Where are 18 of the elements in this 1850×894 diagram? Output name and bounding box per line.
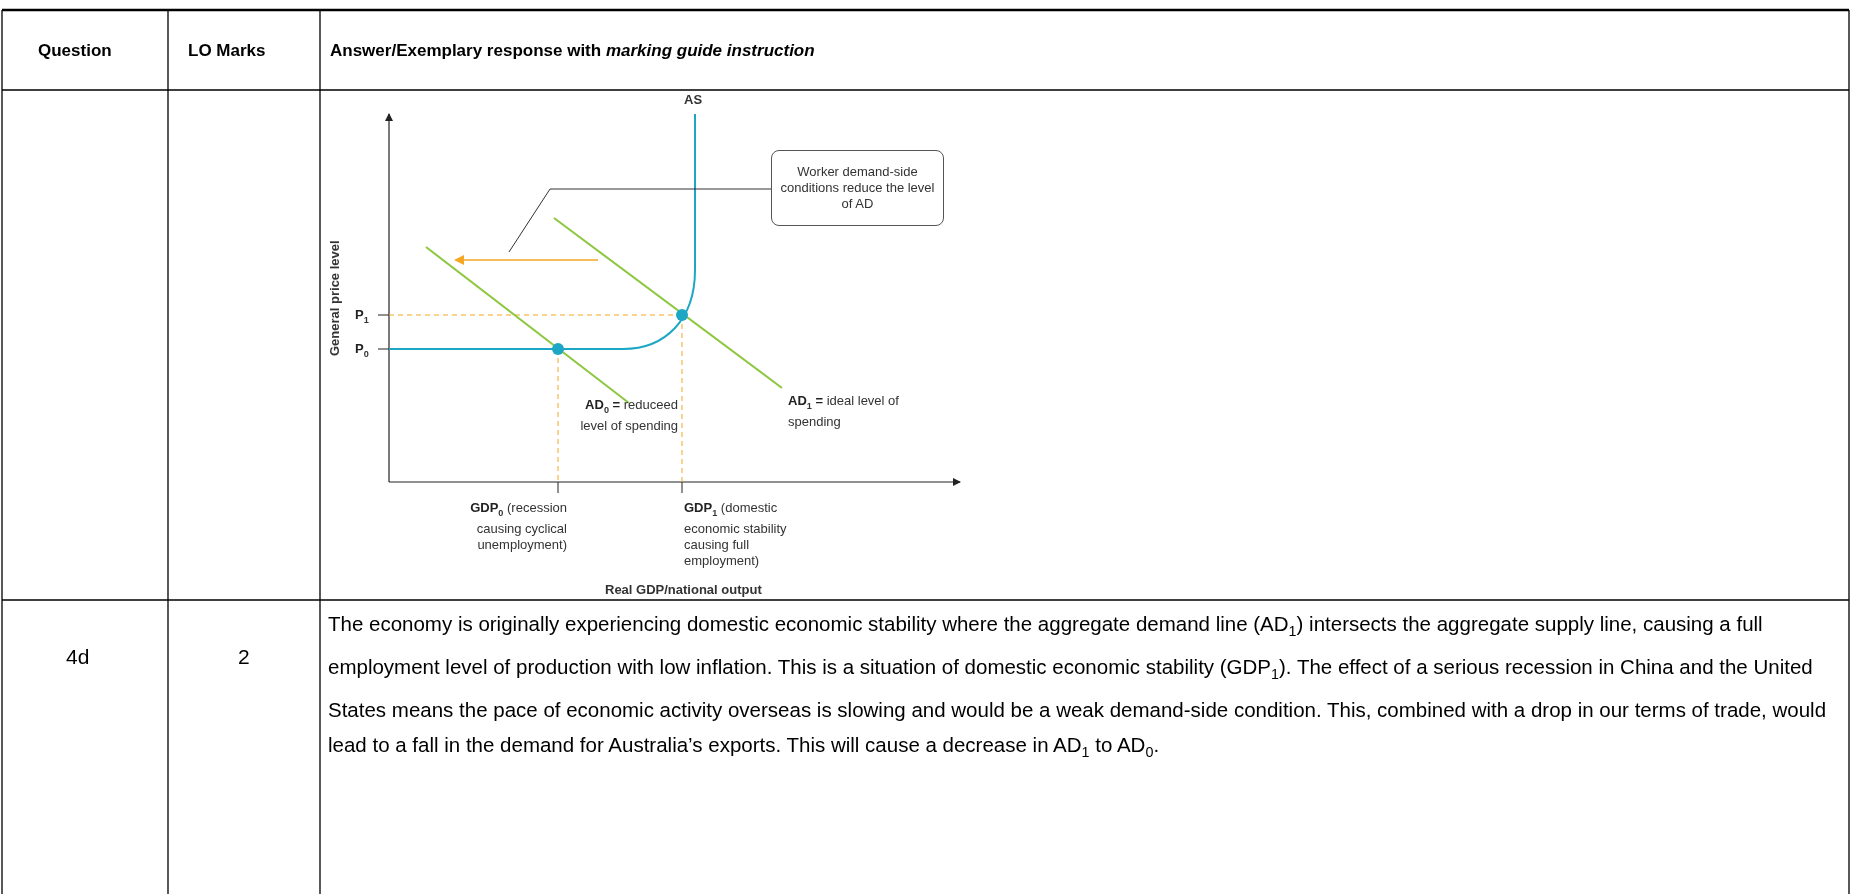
tick-label: GDP$_{0}$ (recession causing cyclical unemployment) xyxy=(469,500,567,553)
column-header: LO Marks xyxy=(188,41,266,61)
axis-title: General price level xyxy=(327,240,343,356)
marks-value: 2 xyxy=(238,645,250,669)
column-header: Question xyxy=(38,41,112,61)
axis-title: Real GDP/national output xyxy=(605,582,762,598)
price-label: P$_{1}$ xyxy=(355,307,369,327)
column-header: Answer/Exemplary response with marking guide instruction xyxy=(330,41,815,61)
curve-label: AS xyxy=(684,92,703,108)
curve-label: AD$_{0}$ = reduceed level of spending xyxy=(579,397,678,434)
shift-arrow xyxy=(452,252,600,268)
price-label: P$_{0}$ xyxy=(355,341,369,361)
question-number: 4d xyxy=(66,645,90,669)
answer-text: The economy is originally experiencing domestic economic stability where the aggregate demand line (AD$_{1}$) intersects the aggregate supply line, causing a full employment level of production with low inflation. This is a situation of domestic economic stability (GDP$_{1}$). The effect of a serious recession in China and the United States means the pace of economic activity overseas is slowing and would be a weak demand-side condition. This, combined with a drop in our terms of trade, would lead to a fall in the demand for Australia’s exports. This will cause a decrease in AD$_{1}$ to AD$_{0}$. xyxy=(328,611,1828,763)
tick-label: GDP$_{1}$ (domestic economic stability causing full employment) xyxy=(684,500,788,569)
callout-box: Worker demand-side conditions reduce the level of AD xyxy=(771,150,944,226)
curve-label: AD$_{1}$ = ideal level of spending xyxy=(788,393,900,430)
leader-line xyxy=(508,188,772,253)
